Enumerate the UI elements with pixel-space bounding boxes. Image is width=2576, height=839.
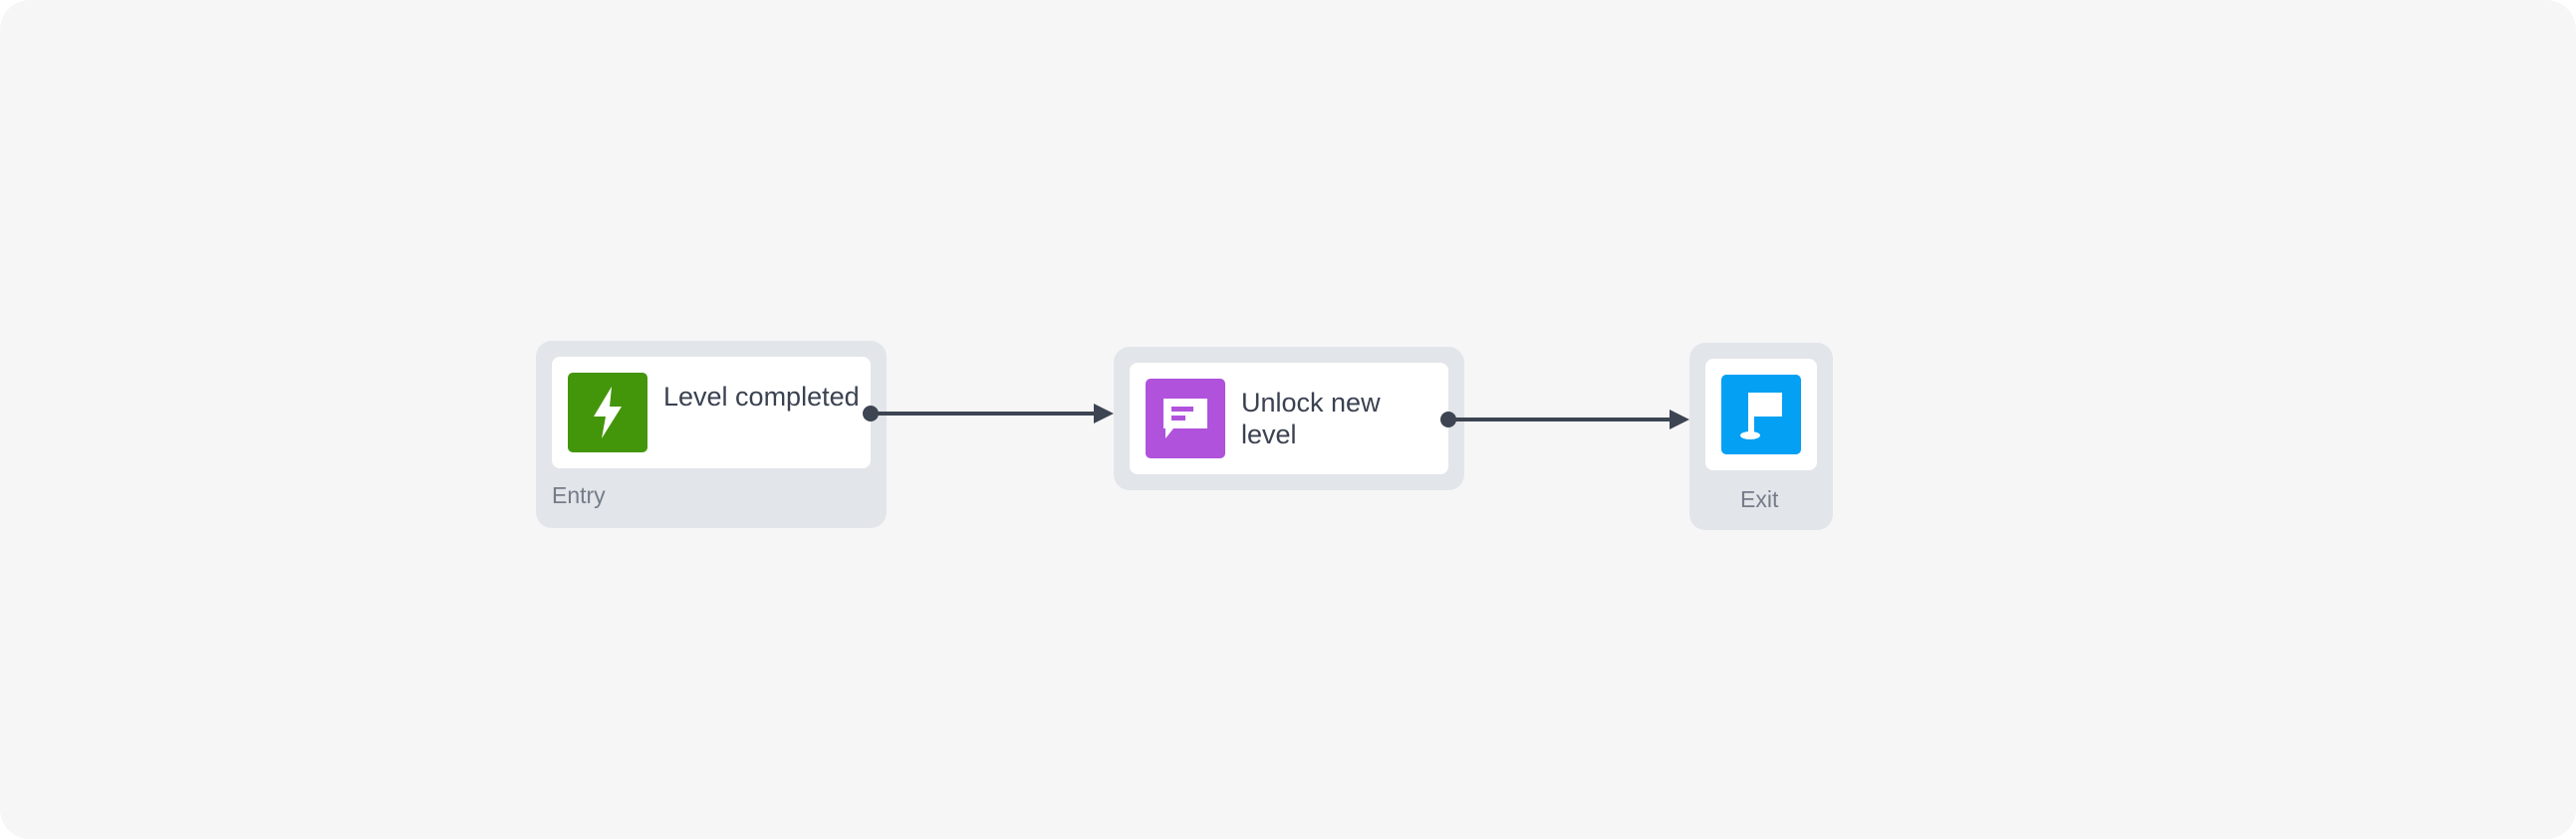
exit-node-group[interactable]: Exit: [1689, 343, 1833, 530]
flag-icon: [1721, 375, 1801, 454]
lightning-bolt-icon: [568, 373, 647, 452]
arrowhead-icon: [1094, 404, 1114, 423]
connector-entry-to-action[interactable]: [863, 404, 1114, 423]
connector-action-to-exit[interactable]: [1440, 410, 1689, 429]
action-node-card[interactable]: Unlock new level: [1130, 363, 1448, 474]
exit-node-card[interactable]: [1705, 359, 1817, 470]
action-node-label: Unlock new level: [1241, 388, 1381, 449]
entry-node-card[interactable]: Level completed: [552, 357, 871, 468]
entry-caption: Entry: [552, 482, 606, 508]
action-node-group[interactable]: Unlock new level: [1114, 347, 1464, 490]
message-bubble-icon: [1146, 379, 1225, 458]
entry-node-group[interactable]: Level completed Entry: [536, 341, 887, 528]
exit-caption: Exit: [1740, 486, 1779, 512]
entry-node-label: Level completed: [663, 382, 860, 412]
arrowhead-icon: [1670, 410, 1689, 429]
